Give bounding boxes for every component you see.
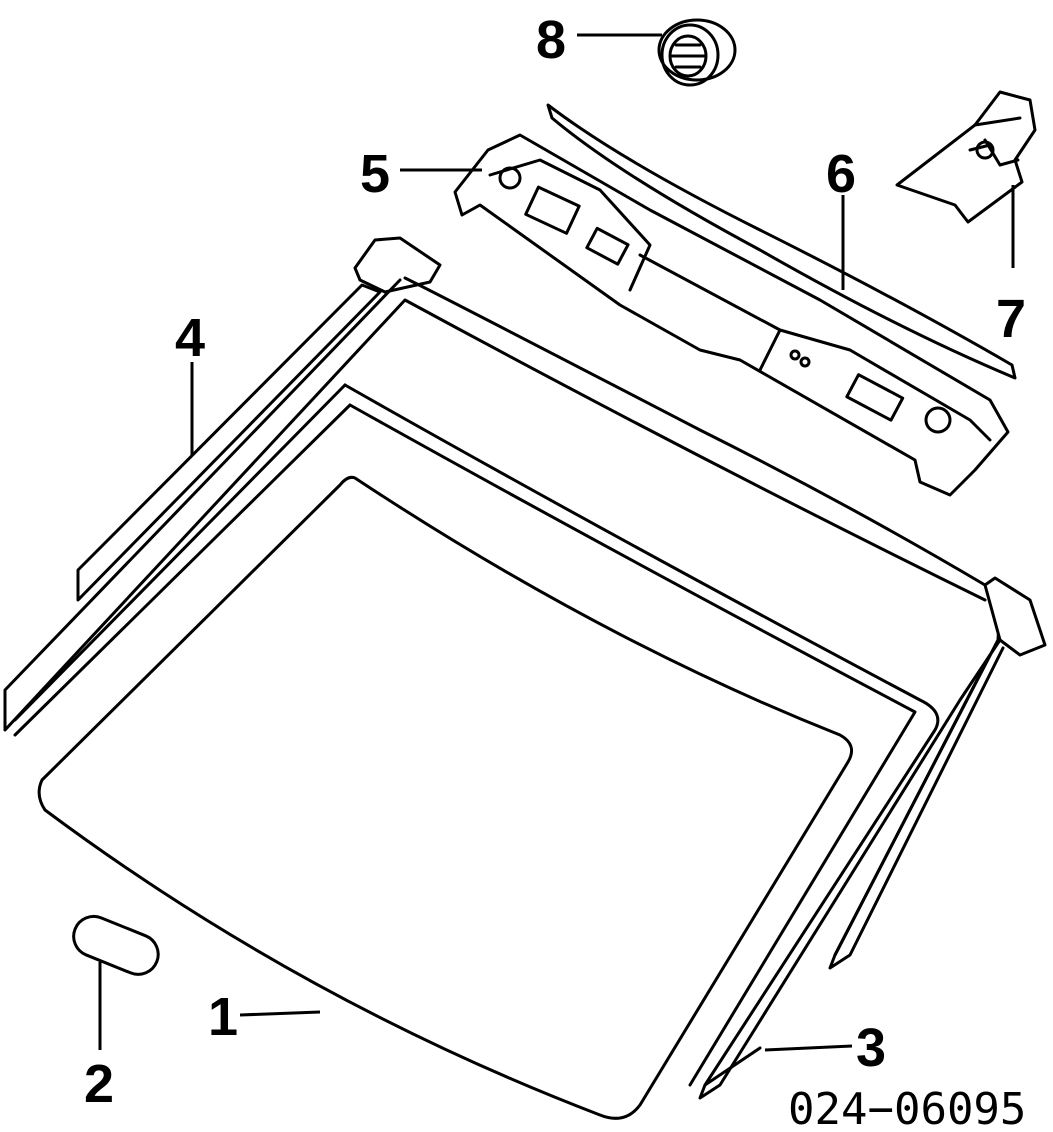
callout-7: 7	[996, 289, 1026, 349]
part-5-cowl-panel	[453, 133, 1010, 497]
part-4-left-pillar-strip	[76, 236, 442, 602]
callout-4: 4	[175, 308, 205, 368]
part-1-windshield-glass	[37, 475, 854, 1120]
callout-8: 8	[536, 10, 566, 70]
diagram-code: 024−06095	[788, 1084, 1026, 1132]
part-2-sticker	[72, 914, 160, 976]
callout-2: 2	[84, 1054, 114, 1114]
callout-3: 3	[856, 1018, 886, 1078]
part-8-grommet	[657, 18, 737, 87]
part-6-seal-strip	[546, 103, 1017, 380]
leader-lines	[98, 33, 1015, 1052]
callout-1: 1	[208, 987, 238, 1047]
part-7-bracket	[895, 90, 1037, 224]
callout-5: 5	[360, 144, 390, 204]
callout-6: 6	[826, 144, 856, 204]
part-3-moulding	[3, 276, 1047, 1100]
